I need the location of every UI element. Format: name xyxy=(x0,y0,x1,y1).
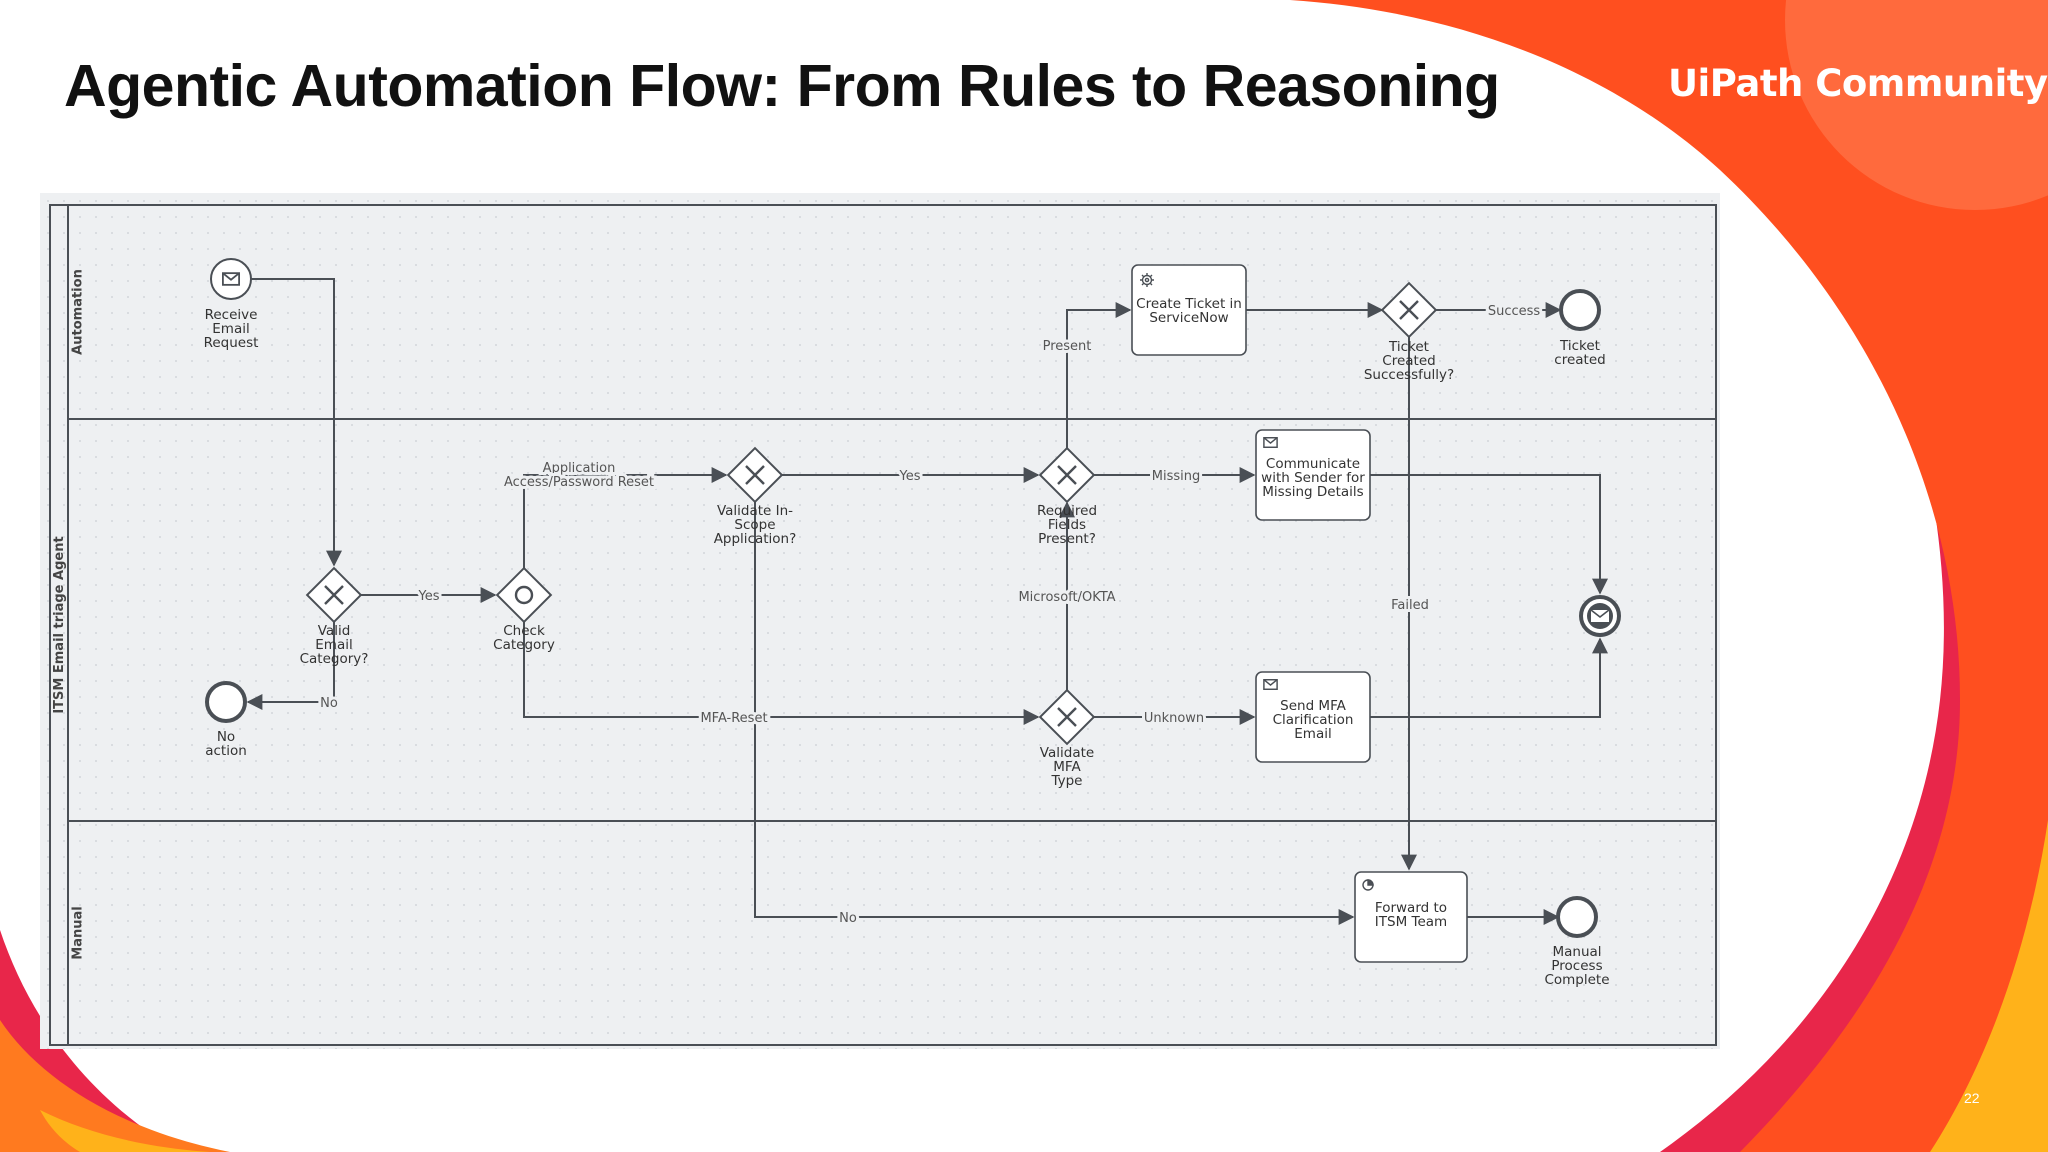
event-label-receive-line1: Receive xyxy=(205,307,258,323)
flow-label-application-line2: Access/Password Reset xyxy=(504,475,654,490)
end-event-no-action[interactable] xyxy=(205,681,247,723)
gateway-label-valid-line2: Email xyxy=(315,637,352,653)
end-event-ticket-created[interactable] xyxy=(1559,289,1601,331)
end-event-manual-complete[interactable] xyxy=(1556,896,1598,938)
gateway-label-required-line3: Present? xyxy=(1038,531,1096,547)
bpmn-diagram: ITSM Email triage Agent Automation Manua… xyxy=(40,193,1720,1049)
gateway-label-mfa-line1: Validate xyxy=(1040,745,1094,761)
lane-label-manual: Manual xyxy=(71,906,86,959)
user-task-icon xyxy=(1362,879,1374,891)
flow-mfa-email-to-end xyxy=(1370,637,1608,718)
task-label-forward-line1: Forward to xyxy=(1375,900,1447,916)
task-label-communicate-line1: Communicate xyxy=(1266,456,1360,472)
flow-communicate-to-end xyxy=(1370,474,1608,595)
flow-label-missing: Missing xyxy=(1152,469,1200,484)
background-sweep-yellow xyxy=(1930,820,2048,1152)
flow-label-unknown: Unknown xyxy=(1144,711,1204,726)
task-forward-itsm[interactable]: Forward to ITSM Team xyxy=(1354,871,1468,963)
event-label-receive-line2: Email xyxy=(212,321,249,337)
background-sweep-orange xyxy=(1290,0,2048,1152)
task-label-create-line1: Create Ticket in xyxy=(1136,296,1242,312)
gateway-validate-scope[interactable] xyxy=(726,446,784,504)
flow-label-application-line1: Application xyxy=(543,461,616,476)
gateway-label-valid-line3: Category? xyxy=(300,651,369,667)
event-label-manual-line2: Process xyxy=(1551,958,1602,974)
event-label-ticket-created-line1: Ticket xyxy=(1559,338,1600,354)
gateway-label-success-line3: Successfully? xyxy=(1364,367,1454,383)
event-label-no-action-line1: No xyxy=(217,729,235,745)
flow-valid-no xyxy=(246,621,335,710)
event-label-manual-line1: Manual xyxy=(1552,944,1601,960)
lane-label-automation: Automation xyxy=(71,269,86,355)
flow-label-microsoft-okta: Microsoft/OKTA xyxy=(1018,590,1115,605)
gateway-required-fields[interactable] xyxy=(1038,446,1096,504)
flow-label-yes-scope: Yes xyxy=(899,469,921,484)
task-label-forward-line2: ITSM Team xyxy=(1375,914,1447,930)
flow-label-success: Success xyxy=(1488,304,1541,319)
gateway-label-mfa-line3: Type xyxy=(1050,773,1082,789)
task-send-mfa-email[interactable]: Send MFA Clarification Email xyxy=(1255,671,1371,763)
gateway-validate-mfa[interactable] xyxy=(1038,688,1096,746)
event-label-receive-line3: Request xyxy=(204,335,259,351)
slide-title: Agentic Automation Flow: From Rules to R… xyxy=(64,53,1500,119)
flow-receive-to-valid xyxy=(231,278,342,567)
gateway-label-mfa-line2: MFA xyxy=(1053,759,1081,775)
gateway-label-scope-line3: Application? xyxy=(714,531,797,547)
gateway-ticket-success[interactable] xyxy=(1380,281,1438,339)
gateway-label-success-line2: Created xyxy=(1382,353,1435,369)
flow-scope-no xyxy=(754,502,1355,925)
task-label-mfa-line1: Send MFA xyxy=(1280,698,1346,714)
task-communicate-sender[interactable]: Communicate with Sender for Missing Deta… xyxy=(1255,429,1371,521)
pool-border xyxy=(49,204,1717,1046)
pool-label: ITSM Email triage Agent xyxy=(52,536,67,713)
gateway-label-scope-line2: Scope xyxy=(734,517,775,533)
gateway-label-valid-line1: Valid xyxy=(318,623,351,639)
dot-grid xyxy=(40,193,1720,1049)
gateway-check-category[interactable] xyxy=(495,566,553,624)
gateway-label-success-line1: Ticket xyxy=(1388,339,1429,355)
gateway-label-required-line2: Fields xyxy=(1048,517,1086,533)
start-event-receive-email[interactable] xyxy=(210,258,252,300)
flow-label-no-valid: No xyxy=(320,696,338,711)
event-label-no-action-line2: action xyxy=(205,743,247,759)
flow-label-present: Present xyxy=(1043,339,1092,354)
gateway-label-check-line2: Category xyxy=(493,637,555,653)
flow-label-no-scope: No xyxy=(839,911,857,926)
flow-label-failed: Failed xyxy=(1391,598,1429,613)
gateway-valid-category[interactable] xyxy=(305,566,363,624)
task-label-create-line2: ServiceNow xyxy=(1149,310,1228,326)
gateway-label-check-line1: Check xyxy=(503,623,545,639)
task-label-mfa-line3: Email xyxy=(1294,726,1331,742)
event-label-ticket-created-line2: created xyxy=(1554,352,1605,368)
page-number: 22 xyxy=(1964,1090,1980,1106)
bottom-left-accent-yellow xyxy=(40,1110,210,1152)
task-label-communicate-line3: Missing Details xyxy=(1262,484,1363,500)
flow-check-application xyxy=(523,467,728,569)
task-create-ticket[interactable]: Create Ticket in ServiceNow xyxy=(1131,264,1247,356)
end-event-message[interactable] xyxy=(1579,595,1621,637)
gear-icon xyxy=(1140,273,1154,287)
background-bubble xyxy=(1785,0,2048,210)
event-label-manual-line3: Complete xyxy=(1544,972,1609,988)
gateway-label-required-line1: Required xyxy=(1037,503,1097,519)
flow-label-mfa-reset: MFA-Reset xyxy=(700,711,767,726)
task-label-mfa-line2: Clarification xyxy=(1273,712,1354,728)
flow-required-present xyxy=(1066,302,1132,449)
gateway-label-scope-line1: Validate In- xyxy=(717,503,793,519)
flow-check-mfa xyxy=(523,621,1040,725)
uipath-community-logo: UiPath Community xyxy=(1668,62,2048,105)
task-label-communicate-line2: with Sender for xyxy=(1261,470,1365,486)
flow-label-yes-valid: Yes xyxy=(418,589,440,604)
